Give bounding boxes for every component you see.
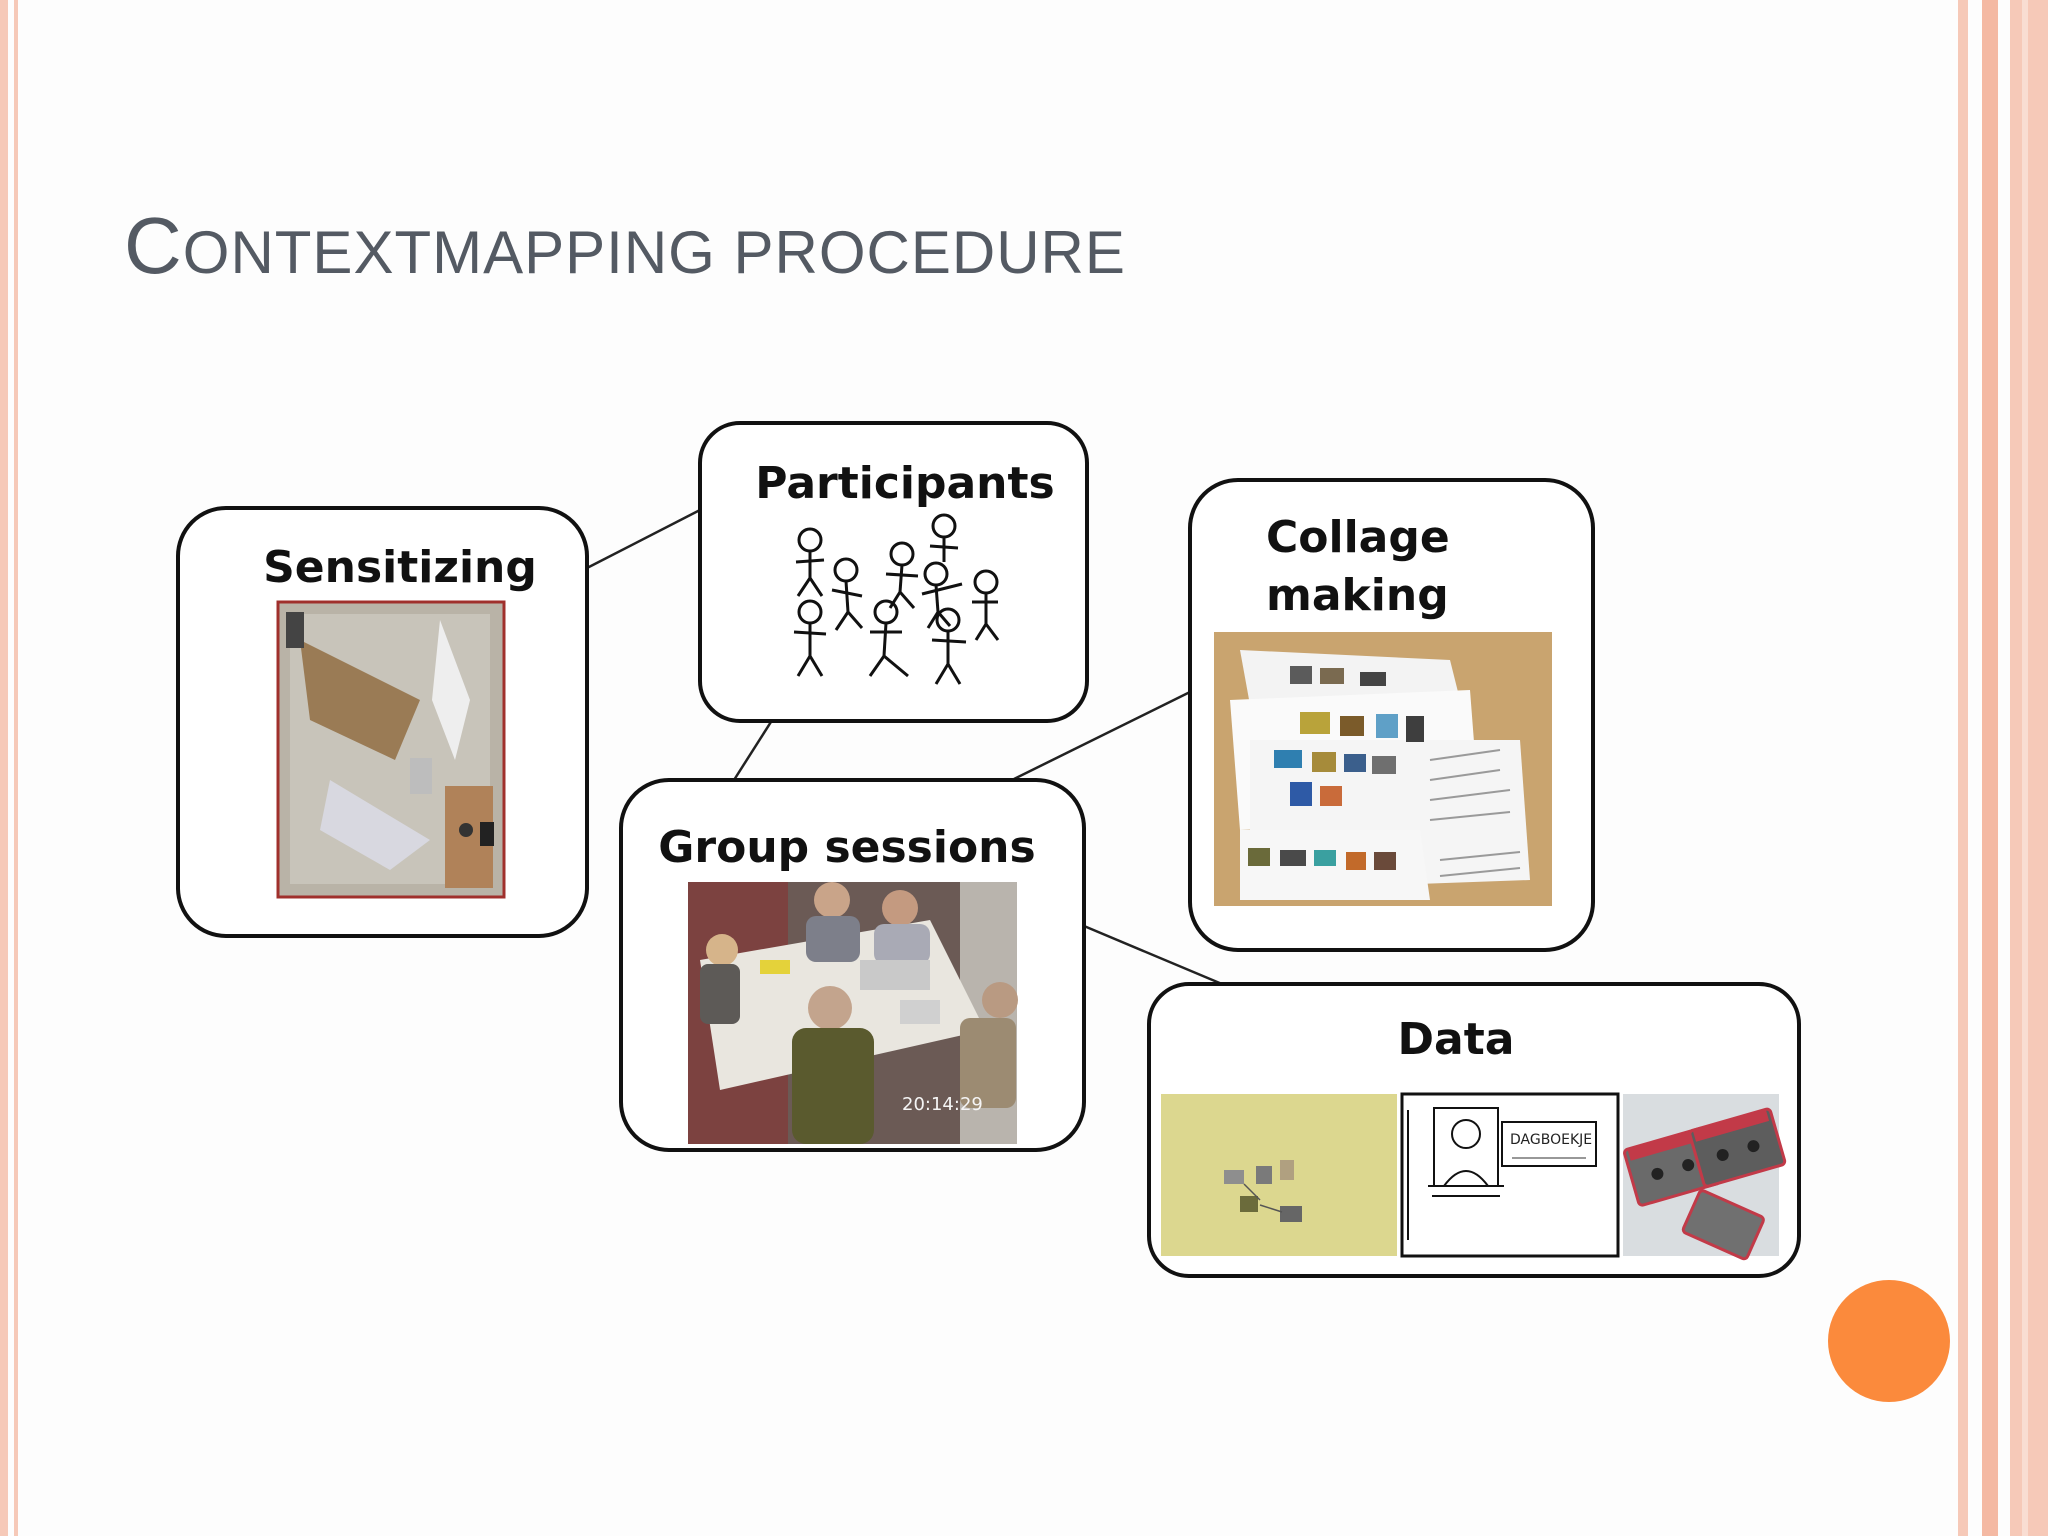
slide-border-left xyxy=(0,0,26,1536)
node-participants-box xyxy=(698,421,1089,723)
slide-title: CONTEXTMAPPING PROCEDURE xyxy=(124,201,1126,290)
stick-figures-icon xyxy=(793,513,1000,685)
data-photo-cassettes xyxy=(1623,1094,1787,1261)
sensitizing-photo xyxy=(276,600,506,899)
group-photo-timestamp: 20:14:29 xyxy=(902,1094,983,1115)
connector-participants-group xyxy=(732,713,778,781)
slide-border-right xyxy=(1958,0,2048,1536)
node-group-label: Group sessions xyxy=(658,822,1035,873)
accent-circle xyxy=(1828,1280,1950,1402)
node-data-label: Data xyxy=(1398,1014,1515,1065)
collage-photo xyxy=(1214,632,1552,906)
node-participants: Participants xyxy=(698,421,1089,723)
node-participants-label: Participants xyxy=(755,458,1054,509)
connector-group-data xyxy=(1083,924,1223,986)
node-collage-label-line2: making xyxy=(1266,570,1449,621)
node-collage-label-line1: Collage xyxy=(1266,512,1450,563)
node-sensitizing: Sensitizing xyxy=(176,506,589,938)
group-session-photo: 20:14:29 xyxy=(688,882,1018,1144)
node-data: Data DAGBOEKJE xyxy=(1147,982,1801,1278)
connector-group-collage xyxy=(1013,690,1191,781)
node-sensitizing-label: Sensitizing xyxy=(263,542,537,593)
connector-lines xyxy=(586,508,1223,986)
diary-text: DAGBOEKJE xyxy=(1510,1132,1592,1148)
node-collage-making: Collage making xyxy=(1188,478,1595,952)
data-photo-diary: DAGBOEKJE xyxy=(1400,1092,1620,1258)
connector-sensitizing-participants xyxy=(586,508,701,570)
data-photo-wall xyxy=(1161,1094,1397,1256)
node-group-sessions: Group sessions 20:14:29 xyxy=(619,778,1086,1152)
